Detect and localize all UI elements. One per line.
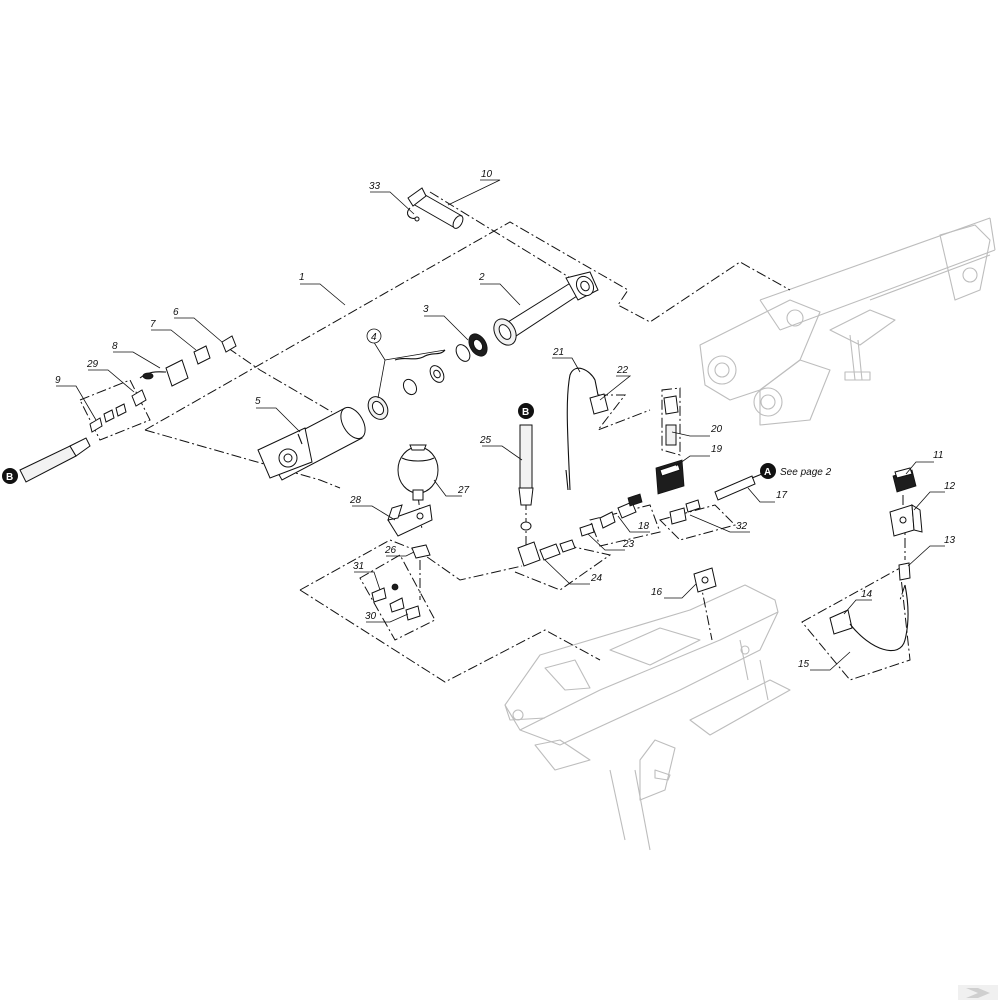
see-page-note: See page 2 [780, 467, 832, 478]
part-6-elbow [221, 335, 237, 353]
part-14-15-sensor-cable [829, 584, 909, 652]
callout-21: 21 [552, 347, 564, 358]
part-31-30-fittings [371, 583, 421, 621]
part-28-bracket [387, 504, 433, 537]
brand-logo [958, 985, 998, 1000]
callout-28: 28 [349, 495, 362, 506]
connector-a[interactable]: A [760, 463, 776, 479]
callout-17: 17 [776, 490, 788, 501]
part-2-piston-rod [493, 271, 599, 346]
callout-20: 20 [710, 424, 723, 435]
part-26-nut [411, 544, 431, 559]
callout-29: 29 [86, 359, 99, 370]
part-10-pin [407, 187, 464, 229]
hose-b-left [19, 437, 91, 483]
callout-4-circled: 4 [366, 328, 382, 344]
part-9-fittings [89, 403, 127, 433]
part-22-connector [589, 393, 609, 415]
callout-10: 10 [481, 169, 493, 180]
callout-11: 11 [933, 450, 943, 461]
part-27-accumulator [397, 444, 439, 501]
part-5-cylinder-barrel [257, 406, 366, 481]
part-7-fitting [193, 345, 211, 365]
callout-30: 30 [365, 611, 377, 622]
connector-a-label: A [764, 467, 771, 478]
callout-23: 23 [622, 539, 635, 550]
connector-b-left-label: B [6, 472, 13, 483]
callout-1: 1 [299, 272, 305, 283]
callout-labels: 1 2 3 4 5 6 7 8 9 10 11 12 13 14 15 16 1… [55, 169, 956, 670]
part-17-cartridge [714, 473, 763, 501]
part-23-18-fittings [579, 493, 643, 537]
part-8-valve [139, 359, 189, 387]
callout-25: 25 [479, 435, 492, 446]
part-11-plug [892, 467, 917, 493]
callout-24: 24 [590, 573, 603, 584]
callout-14: 14 [861, 589, 873, 600]
callout-27: 27 [457, 485, 470, 496]
callout-32: 32 [736, 521, 748, 532]
callout-6: 6 [173, 307, 179, 318]
callout-15: 15 [798, 659, 810, 670]
part-4-seal-kit [367, 349, 446, 420]
callout-8: 8 [112, 341, 118, 352]
callout-5: 5 [255, 396, 261, 407]
callout-2: 2 [478, 272, 485, 283]
part-16-block [693, 567, 717, 593]
part-21-cable [565, 367, 599, 491]
part-24-tee [517, 521, 576, 567]
callout-13: 13 [944, 535, 956, 546]
callout-16: 16 [651, 587, 663, 598]
boom-arm-outline [699, 217, 996, 426]
callout-3: 3 [423, 304, 429, 315]
leader-lines [56, 179, 945, 671]
callout-22: 22 [616, 365, 629, 376]
connector-b-left[interactable]: B [2, 468, 18, 484]
callout-26: 26 [384, 545, 397, 556]
part-13-switch [898, 562, 911, 581]
callout-31: 31 [353, 561, 364, 572]
part-20-sensor [663, 395, 679, 446]
callout-18: 18 [638, 521, 650, 532]
callout-7: 7 [150, 319, 156, 330]
part-3-piston-seal [455, 333, 488, 362]
callout-12: 12 [944, 481, 956, 492]
part-19-solenoid [655, 459, 685, 495]
callout-19: 19 [711, 444, 723, 455]
part-32-fittings [669, 499, 701, 525]
part-29-adapter [131, 389, 147, 407]
part-25-pipe [518, 424, 534, 506]
part-12-bracket [889, 504, 923, 537]
callout-4: 4 [371, 332, 377, 343]
callout-33: 33 [369, 181, 381, 192]
assembly-boundary-lines [79, 191, 911, 683]
lower-frame-outline [504, 584, 791, 851]
connector-b-pipe[interactable]: B [518, 403, 534, 419]
connector-b-pipe-label: B [522, 407, 529, 418]
callout-9: 9 [55, 375, 61, 386]
